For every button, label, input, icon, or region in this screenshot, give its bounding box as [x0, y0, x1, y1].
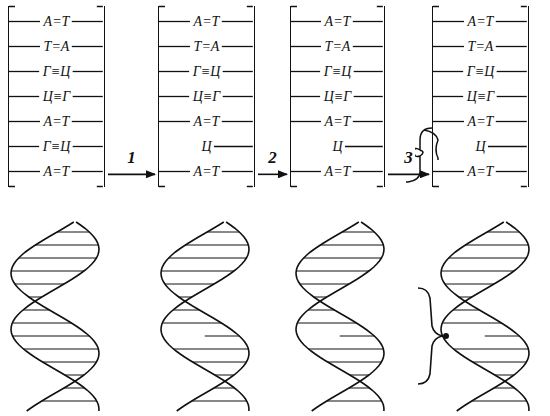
base-pair: Г≡Ц: [323, 65, 353, 79]
dna-strand-pair: А=Т Т=А Г≡Ц Ц≡Г А=Т Ц А=Т: [158, 6, 255, 187]
base-pair: Т=А: [193, 40, 221, 54]
base-pair: Т=А: [467, 40, 495, 54]
base-row: Г≡Ц: [9, 59, 104, 84]
base-pair: Ц≡Г: [466, 90, 496, 104]
base-row: Г≡Ц: [291, 59, 384, 84]
base-pair: Ц≡Г: [323, 90, 353, 104]
step-number: 3: [402, 148, 415, 168]
base-row: Ц: [159, 134, 254, 159]
base-row: А=Т: [9, 159, 104, 184]
base-pair: А=Т: [324, 165, 352, 179]
base-row: Ц≡Г: [159, 84, 254, 109]
base-row: Г≡Ц: [159, 59, 254, 84]
base-row: Г≡Ц: [433, 59, 528, 84]
base-pair: А=Т: [467, 15, 495, 29]
base-pair: А=Т: [43, 115, 71, 129]
dna-strand-pair: А=Т Т=А Г≡Ц Ц≡Г А=Т Ц А=Т: [432, 6, 529, 187]
base-pair: А=Т: [467, 115, 495, 129]
base-pair: А=Т: [324, 15, 352, 29]
base-row: Ц: [291, 134, 384, 159]
base-pair: Ц: [331, 140, 343, 154]
step-number: 1: [125, 148, 138, 168]
step-arrow: [258, 174, 287, 176]
base-row: Т=А: [159, 34, 254, 59]
base-row: А=Т: [9, 109, 104, 134]
base-pair: Т=А: [43, 40, 71, 54]
base-pair: Г≡Ц: [42, 65, 72, 79]
dna-strand-pair: А=Т Т=А Г≡Ц Ц≡Г А=Т Ц А=Т: [290, 6, 385, 187]
base-pair: Ц≡Г: [192, 90, 222, 104]
base-row: А=Т: [433, 159, 528, 184]
base-row: А=Т: [291, 109, 384, 134]
base-pair: Т=А: [324, 40, 352, 54]
base-pair: Ц≡Г: [42, 90, 72, 104]
base-pair: Г≡Ц: [42, 140, 72, 154]
base-row: Ц≡Г: [9, 84, 104, 109]
base-row: Т=А: [291, 34, 384, 59]
helix-bracket: [418, 288, 442, 384]
base-row: А=Т: [291, 9, 384, 34]
base-row: А=Т: [159, 9, 254, 34]
step-arrow: [388, 174, 429, 176]
base-row: А=Т: [159, 159, 254, 184]
base-row: Г≡Ц: [9, 134, 104, 159]
lesion-dot: [443, 333, 449, 339]
base-pair: А=Т: [324, 115, 352, 129]
step-arrow: [108, 174, 155, 176]
base-row: Ц≡Г: [433, 84, 528, 109]
base-pair: Г≡Ц: [192, 65, 222, 79]
base-row: Т=А: [433, 34, 528, 59]
base-pair: А=Т: [43, 15, 71, 29]
base-pair: Г≡Ц: [466, 65, 496, 79]
base-pair: А=Т: [193, 115, 221, 129]
step-number: 2: [266, 148, 279, 168]
base-pair: Ц: [474, 140, 486, 154]
base-pair: А=Т: [193, 165, 221, 179]
base-row: А=Т: [291, 159, 384, 184]
base-row: Т=А: [9, 34, 104, 59]
base-pair: Ц: [200, 140, 212, 154]
dna-strand-pair: А=Т Т=А Г≡Ц Ц≡Г А=Т Г≡Ц А=Т: [8, 6, 105, 187]
base-row: Ц≡Г: [291, 84, 384, 109]
base-row: А=Т: [433, 9, 528, 34]
base-row: Ц: [433, 134, 528, 159]
base-row: А=Т: [9, 9, 104, 34]
base-pair: А=Т: [193, 15, 221, 29]
base-pair: А=Т: [43, 165, 71, 179]
base-row: А=Т: [433, 109, 528, 134]
base-row: А=Т: [159, 109, 254, 134]
base-pair: А=Т: [467, 165, 495, 179]
